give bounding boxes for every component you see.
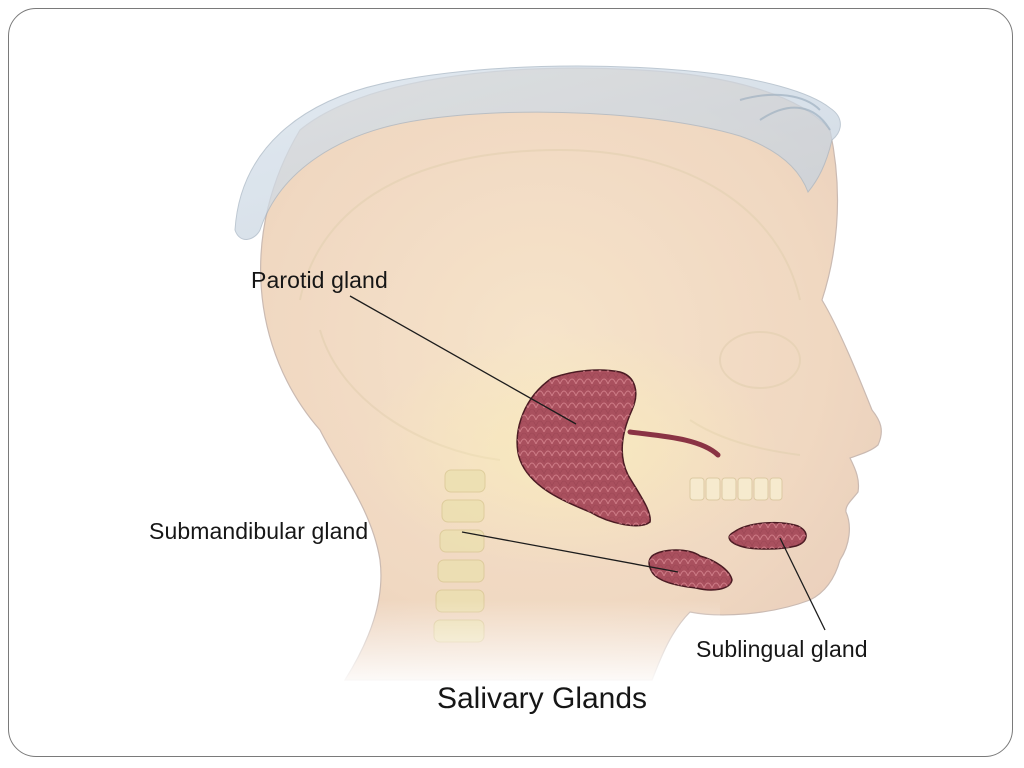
sublingual-leader-line	[779, 537, 826, 631]
sublingual-gland	[728, 521, 807, 550]
parotid-gland-label: Parotid gland	[251, 267, 388, 293]
neck-fade	[320, 600, 720, 690]
submandibular-gland	[648, 549, 733, 591]
submandibular-leader-line	[461, 531, 679, 573]
diagram-title: Salivary Glands	[436, 682, 648, 715]
hair	[234, 65, 841, 240]
sublingual-gland-label: Sublingual gland	[696, 636, 868, 662]
submandibular-gland-label: Submandibular gland	[149, 518, 369, 544]
parotid-leader-line	[349, 295, 577, 425]
teeth	[689, 477, 783, 501]
parotid-duct	[627, 429, 721, 458]
